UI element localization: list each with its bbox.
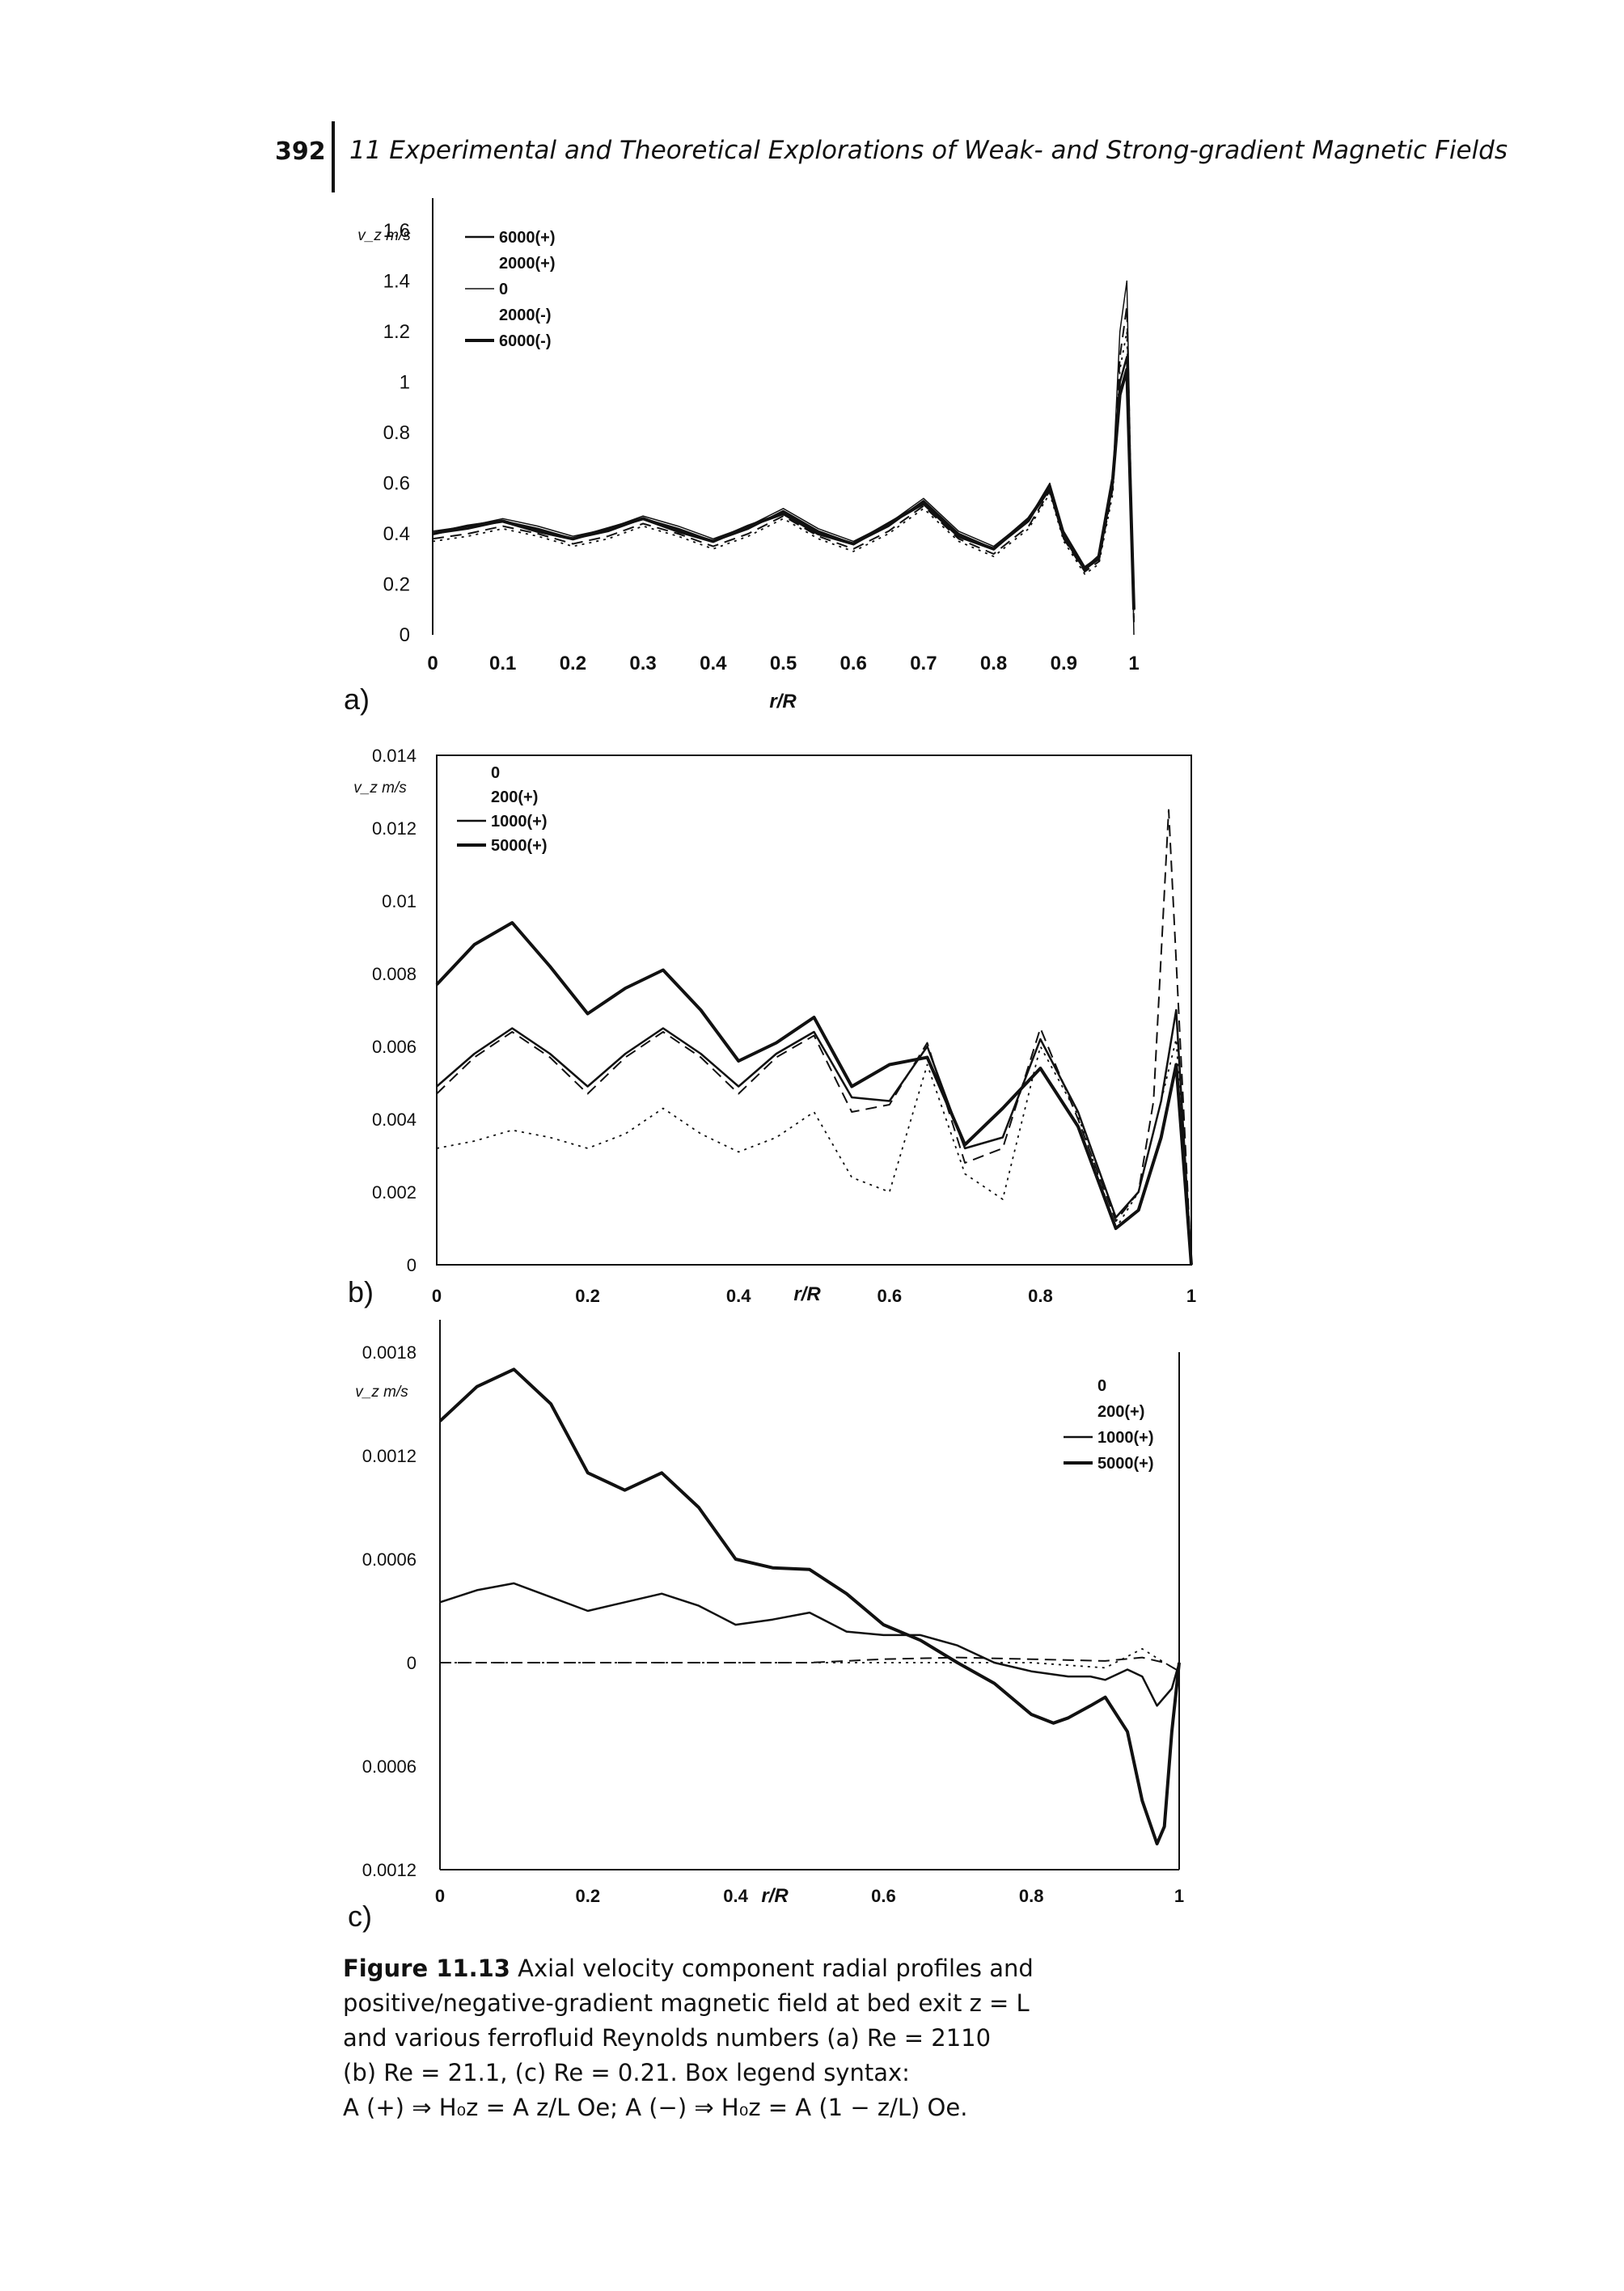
y-tick-label: 1.6 [383, 220, 410, 242]
legend-label: 6000(-) [499, 332, 551, 350]
legend-label: 6000(+) [499, 229, 556, 247]
series-line-0-3 [432, 331, 1135, 623]
caption-label: Figure 11.13 [343, 1955, 510, 1982]
y-tick-label: 0 [400, 624, 410, 646]
x-tick-label: 0.2 [575, 1286, 600, 1306]
x-tick-label: 0.6 [871, 1886, 896, 1906]
x-tick-label: 0.5 [770, 653, 797, 674]
header-rule [332, 121, 335, 192]
x-tick-label: 1 [1186, 1286, 1196, 1306]
y-tick-label: 0.8 [383, 422, 410, 444]
x-tick-label: 0 [435, 1886, 445, 1906]
legend-label: 0 [491, 764, 500, 782]
x-tick-label: 0.9 [1051, 653, 1077, 674]
y-axis-label: v_z m/s [353, 780, 407, 797]
y-tick-label: 1.4 [383, 271, 410, 293]
legend-label: 2000(-) [499, 306, 551, 324]
y-tick-label: 0.6 [383, 473, 410, 495]
x-tick-label: 0 [432, 1286, 442, 1306]
legend-label: 5000(+) [1097, 1455, 1154, 1473]
y-tick-label: 0.0006 [362, 1549, 417, 1570]
caption-line-4: (b) Re = 21.1, (c) Re = 0.21. Box legend… [343, 2059, 910, 2086]
series-line-1-0 [436, 1038, 1192, 1266]
y-tick-label: 0.008 [372, 964, 417, 984]
panel-label: a) [344, 683, 370, 716]
legend-label: 2000(+) [499, 255, 556, 273]
series-line-0-4 [432, 367, 1136, 610]
figure-panels: 0 0.2 0.4 0.6 0.8 1 1.2 1.4 1.6 0 0.1 0.2 0.3 0.4 0.5 0… [344, 198, 1196, 1933]
y-axis-label: v_z m/s [357, 227, 411, 244]
x-tick-label: 0.2 [576, 1886, 601, 1906]
legend-label: 5000(+) [491, 837, 548, 855]
caption-line-1: Axial velocity component radial profiles… [518, 1955, 1034, 1982]
legend-label: 1000(+) [1097, 1429, 1154, 1447]
running-title: 11 Experimental and Theoretical Explorat… [349, 136, 1508, 165]
y-tick-label: 0.4 [383, 523, 410, 545]
y-tick-label: 0.006 [372, 1037, 417, 1057]
y-tick-label: 0.0018 [362, 1342, 417, 1363]
y-tick-label: 1 [400, 372, 410, 394]
series-line-1-1 [436, 809, 1192, 1266]
x-axis-label: r/R [761, 1885, 789, 1907]
x-tick-label: 0.8 [980, 653, 1007, 674]
y-tick-label: 0.0012 [362, 1860, 417, 1880]
x-tick-label: 0.2 [560, 653, 586, 674]
y-tick-label: 0 [407, 1653, 417, 1673]
legend-label: 1000(+) [491, 813, 548, 831]
x-tick-label: 0.7 [910, 653, 937, 674]
caption-line-3: and various ferrofluid Reynolds numbers … [343, 2024, 992, 2052]
legend-label: 200(+) [491, 788, 538, 806]
series-line-1-3 [435, 921, 1193, 1266]
x-tick-label: 0 [427, 653, 438, 674]
x-axis-label: r/R [793, 1283, 821, 1305]
x-tick-label: 0.4 [700, 653, 727, 674]
x-tick-label: 1 [1174, 1886, 1184, 1906]
x-tick-label: 0.3 [629, 653, 656, 674]
x-tick-label: 0.8 [1028, 1286, 1053, 1306]
legend-label: 0 [499, 281, 508, 298]
series-line-0-1 [432, 305, 1135, 623]
x-tick-label: 0.6 [878, 1286, 903, 1306]
y-tick-label: 0.004 [372, 1110, 417, 1130]
y-axis-label: v_z m/s [355, 1384, 408, 1401]
y-tick-label: 0.012 [372, 818, 417, 839]
series-line-0-0 [432, 356, 1136, 610]
x-tick-label: 0.4 [726, 1286, 751, 1306]
x-tick-label: 1 [1128, 653, 1139, 674]
x-tick-label: 0.8 [1019, 1886, 1044, 1906]
x-tick-label: 0.4 [723, 1886, 748, 1906]
legend-label: 200(+) [1097, 1403, 1144, 1421]
page-number: 392 [275, 137, 326, 166]
x-tick-label: 0.1 [489, 653, 516, 674]
panel-label: b) [348, 1275, 374, 1308]
y-tick-label: 0.014 [372, 746, 417, 766]
caption-line-2: positive/negative-gradient magnetic fiel… [343, 1989, 1030, 2017]
figure-caption: Figure 11.13 Axial velocity component ra… [343, 1951, 1152, 2125]
series-line-2-1 [440, 1656, 1180, 1672]
series-line-2-2 [439, 1582, 1181, 1707]
y-tick-label: 0.0006 [362, 1756, 417, 1777]
y-tick-label: 0.002 [372, 1182, 417, 1203]
plot-frame-b [436, 755, 1192, 1266]
caption-line-5: A (+) ⇒ H₀z = A z/L Oe; A (−) ⇒ H₀z = A … [343, 2094, 968, 2121]
y-tick-label: 0.01 [382, 891, 417, 911]
y-tick-label: 0 [407, 1255, 417, 1275]
x-axis-label: r/R [769, 691, 797, 712]
y-tick-label: 1.2 [383, 321, 410, 343]
series-line-1-2 [436, 1008, 1193, 1266]
y-tick-label: 0.0012 [362, 1446, 417, 1466]
y-tick-label: 0.2 [383, 574, 410, 596]
x-tick-label: 0.6 [840, 653, 867, 674]
series-line-2-3 [438, 1367, 1181, 1845]
legend-label: 0 [1097, 1377, 1106, 1395]
panel-label: c) [348, 1900, 372, 1933]
